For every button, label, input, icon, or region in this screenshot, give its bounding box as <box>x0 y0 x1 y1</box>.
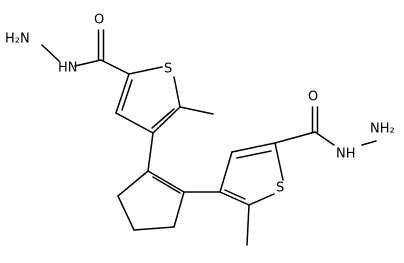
hydrazide-group-2 <box>274 106 377 146</box>
bond-ring-1c <box>152 106 181 134</box>
bond-s-c-2 <box>248 193 275 206</box>
bond-s-c-1b <box>173 76 181 108</box>
bond-n-n-1 <box>41 44 60 62</box>
bond-c-thiophene-1 <box>100 59 130 75</box>
bond-ring-2b-double <box>236 150 272 159</box>
sulfur-label-2: S <box>276 181 284 196</box>
bond-link-1 <box>147 132 154 172</box>
bond-methyl-1 <box>179 106 214 115</box>
bond-ring-1d <box>115 112 154 134</box>
hydrazide-group-1 <box>41 29 130 75</box>
bond-cp-e <box>173 191 185 228</box>
thiophene-ring-2 <box>219 142 284 246</box>
nh2-label-2: NH₂ <box>370 122 395 137</box>
thiophene-ring-1 <box>115 66 214 134</box>
nh-label-2: NH <box>336 147 356 162</box>
bond-ring-2a <box>219 151 233 193</box>
bond-ring-2e-double <box>224 189 246 200</box>
bond-methyl-2 <box>246 204 250 246</box>
bond-ring-1e <box>115 73 130 114</box>
bond-n-n-2 <box>361 140 377 146</box>
sulfur-label-1: S <box>164 62 172 77</box>
bond-ring-1c-double <box>151 108 175 129</box>
nh-label-1: HN <box>58 61 78 76</box>
oxygen-label-1: O <box>94 13 104 28</box>
cyclopentene-ring <box>117 132 221 231</box>
bond-ring-2b <box>231 142 276 153</box>
bond-cp-c <box>117 195 135 231</box>
bond-c-n-1 <box>74 59 102 67</box>
bond-c-s-2 <box>274 142 284 181</box>
bond-c-n-2 <box>314 131 335 146</box>
bond-c-s-1a <box>128 66 163 75</box>
bond-cp-b <box>117 170 149 197</box>
bond-ring-2e <box>219 191 250 206</box>
oxygen-label-2: O <box>308 90 318 105</box>
bond-c-thiophene-2 <box>274 131 316 144</box>
bond-cp-d <box>133 226 175 231</box>
bond-cp-double-inner <box>152 176 181 194</box>
bond-ring-1e-double <box>121 79 133 111</box>
bond-cp-double <box>147 170 185 193</box>
nh2-label-1: H₂N <box>5 32 30 47</box>
